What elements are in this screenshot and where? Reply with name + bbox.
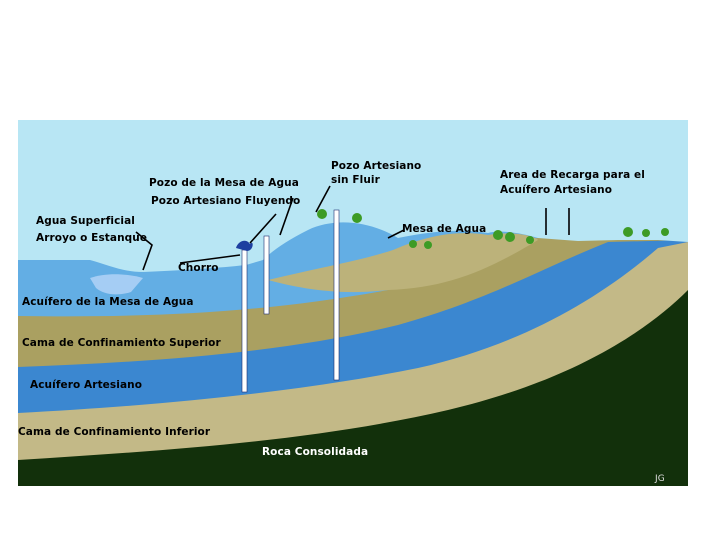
shrub-2 (424, 241, 432, 249)
tree-6 (623, 227, 633, 237)
nonflowing-artesian-well (334, 210, 339, 380)
water-table-well (264, 236, 269, 314)
label-pozo-mesa-agua: Pozo de la Mesa de Agua (149, 177, 299, 189)
label-capa-inferior: Cama de Confinamiento Inferior (18, 426, 210, 438)
label-chorro: Chorro (178, 262, 219, 274)
label-area-recarga-1: Area de Recarga para el (500, 169, 645, 181)
label-pozo-sin-fluir-2: sin Fluir (331, 174, 380, 186)
label-pozo-artesiano-fluyendo: Pozo Artesiano Fluyendo (151, 195, 300, 207)
tree-3 (493, 230, 503, 240)
label-area-recarga-2: Acuífero Artesiano (500, 184, 612, 196)
tree-7 (642, 229, 650, 237)
label-capa-superior: Cama de Confinamiento Superior (22, 337, 221, 349)
tree-8 (661, 228, 669, 236)
label-acuifero-mesa-agua: Acuífero de la Mesa de Agua (22, 296, 194, 308)
label-roca-consolidada: Roca Consolidada (262, 446, 368, 458)
tree-1 (317, 209, 327, 219)
label-mesa-de-agua: Mesa de Agua (402, 223, 486, 235)
label-agua-superficial: Agua Superficial (36, 215, 135, 227)
tree-2 (352, 213, 362, 223)
tree-5 (526, 236, 534, 244)
label-acuifero-artesiano: Acuífero Artesiano (30, 379, 142, 391)
aquifer-diagram: Pozo de la Mesa de Agua Pozo Artesiano F… (18, 120, 688, 486)
tree-4 (505, 232, 515, 242)
label-arroyo-estanque: Arroyo o Estanque (36, 232, 147, 244)
label-pozo-sin-fluir-1: Pozo Artesiano (331, 160, 421, 172)
shrub-1 (409, 240, 417, 248)
author-initials: JG (655, 473, 665, 485)
flowing-artesian-well (242, 250, 247, 392)
